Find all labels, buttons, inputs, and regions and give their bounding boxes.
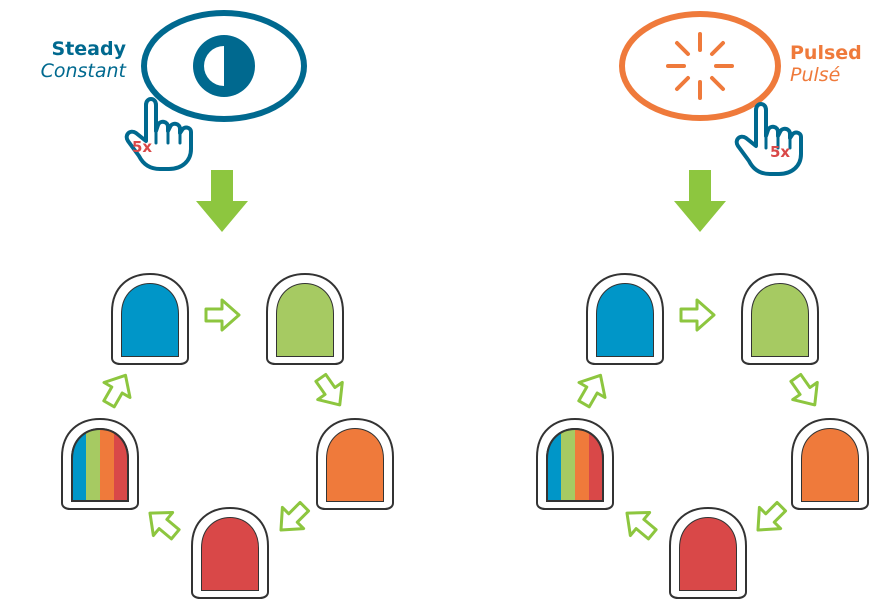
pulsed-group: 5x	[536, 11, 869, 599]
pulsed-label-secondary: Pulsé	[790, 64, 841, 86]
steady-mode-label: Steady Constant	[14, 38, 126, 82]
pulsed-device-red	[669, 507, 747, 599]
steady-cycle-arrow-4	[138, 500, 187, 548]
steady-group: 5x	[61, 10, 394, 599]
pulsed-device-multicolor	[536, 418, 614, 510]
pulsed-cycle-arrow-3	[745, 494, 794, 543]
pulsed-press-count: 5x	[770, 143, 790, 161]
steady-device-blue	[111, 273, 189, 365]
steady-cycle-arrow-1	[204, 298, 241, 332]
steady-label-primary: Steady	[51, 38, 126, 60]
pulsed-cycle-arrow-4	[615, 500, 664, 548]
steady-device-multicolor	[61, 418, 139, 510]
pulsed-device-orange	[791, 418, 869, 510]
pulsed-label-primary: Pulsed	[790, 42, 862, 64]
steady-cycle-arrow-2	[307, 367, 354, 416]
pulsed-cycle-arrow-5	[569, 366, 615, 413]
pulsed-down-arrow-icon	[674, 170, 726, 232]
steady-press-count: 5x	[132, 138, 152, 156]
pulsed-device-blue	[586, 273, 664, 365]
pulsed-pointing-hand-icon	[734, 102, 803, 176]
steady-device-green	[266, 273, 344, 365]
steady-device-orange	[316, 418, 394, 510]
half-circle-icon	[193, 35, 255, 97]
steady-device-red	[191, 507, 269, 599]
sunburst-icon	[666, 32, 734, 100]
steady-label-secondary: Constant	[40, 60, 126, 82]
steady-cycle-arrow-5	[94, 366, 140, 413]
pulsed-button-ring[interactable]	[619, 11, 781, 121]
pulsed-mode-label: Pulsed Pulsé	[790, 42, 877, 86]
pulsed-device-green	[741, 273, 819, 365]
steady-cycle-arrow-3	[268, 494, 317, 543]
pulsed-cycle-arrow-2	[782, 367, 829, 416]
steady-down-arrow-icon	[196, 170, 248, 232]
pulsed-cycle-arrow-1	[679, 298, 716, 332]
